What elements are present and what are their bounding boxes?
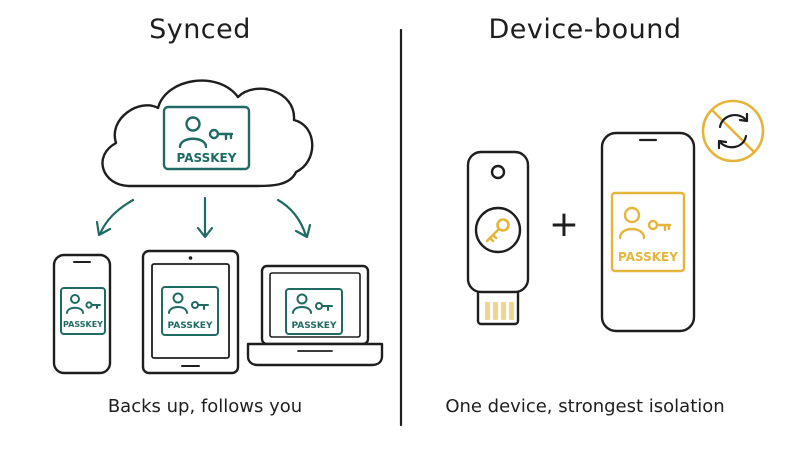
device-bound-caption: One device, strongest isolation bbox=[445, 396, 725, 417]
arrow-down-icon bbox=[95, 198, 135, 237]
no-sync-icon bbox=[701, 99, 765, 163]
laptop-device: PASSKEY bbox=[246, 264, 384, 367]
key-icon bbox=[485, 218, 510, 243]
device-bound-title: Device-bound bbox=[488, 14, 682, 45]
cloud-badge-label: PASSKEY bbox=[177, 151, 237, 165]
synced-caption: Backs up, follows you bbox=[107, 396, 303, 417]
tablet-device: PASSKEY bbox=[141, 249, 240, 375]
bound-phone-badge-label: PASSKEY bbox=[618, 250, 678, 264]
user-key-icon bbox=[66, 294, 101, 314]
laptop-badge-label: PASSKEY bbox=[292, 321, 337, 331]
user-key-icon bbox=[168, 292, 209, 314]
arrow-down-icon bbox=[196, 196, 214, 239]
user-key-icon bbox=[178, 116, 234, 149]
phone-device: PASSKEY bbox=[52, 253, 112, 375]
user-icon bbox=[618, 206, 646, 240]
user-key-icon bbox=[292, 293, 333, 314]
tablet-badge-label: PASSKEY bbox=[168, 321, 213, 331]
synced-title: Synced bbox=[149, 14, 251, 45]
plus-sign: + bbox=[549, 204, 579, 245]
security-key-icon bbox=[466, 150, 530, 326]
phone-badge-label: PASSKEY bbox=[63, 320, 103, 329]
arrow-down-icon bbox=[276, 198, 312, 239]
key-icon bbox=[647, 219, 672, 232]
cloud-passkey-badge: PASSKEY bbox=[162, 105, 251, 171]
bound-phone-device: PASSKEY bbox=[600, 131, 696, 333]
